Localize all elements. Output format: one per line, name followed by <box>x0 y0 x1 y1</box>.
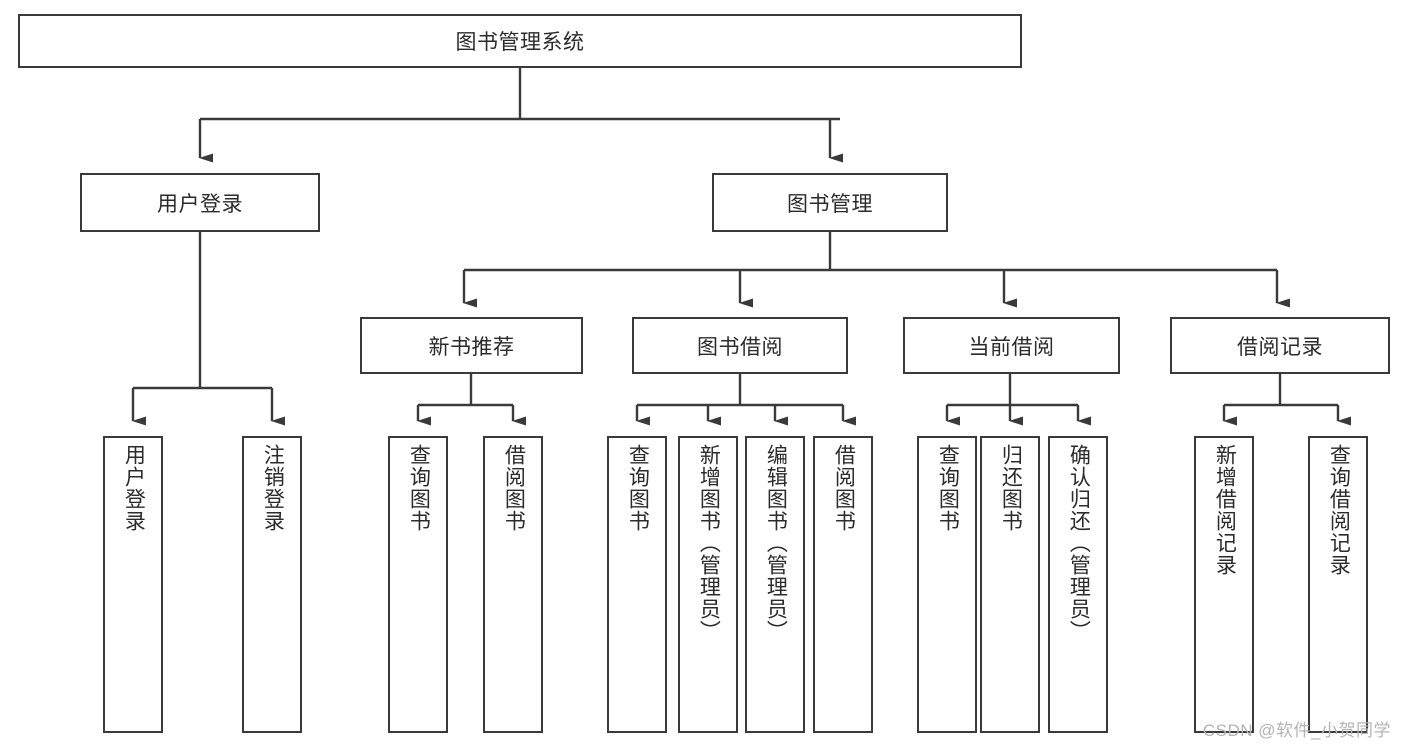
node-leaf-query-book-current[interactable]: 查询图书 <box>917 436 977 733</box>
node-leaf-borrow-book-rec-label: 借阅图书 <box>502 444 526 532</box>
node-user-login-label: 用户登录 <box>157 192 243 216</box>
node-leaf-confirm-return-admin-label: 确认归还（管理员） <box>1067 444 1091 642</box>
node-leaf-query-borrow-record-label: 查询借阅记录 <box>1327 444 1351 576</box>
node-root-label: 图书管理系统 <box>455 31 585 54</box>
node-borrow-record-label: 借阅记录 <box>1237 335 1323 359</box>
node-leaf-borrow-book-label: 借阅图书 <box>832 444 856 532</box>
node-leaf-add-book-admin[interactable]: 新增图书（管理员） <box>678 436 738 733</box>
node-leaf-query-book-borrow[interactable]: 查询图书 <box>607 436 667 733</box>
node-root[interactable]: 图书管理系统 <box>18 14 1022 68</box>
node-leaf-return-book-label: 归还图书 <box>999 444 1023 532</box>
node-leaf-borrow-book-rec[interactable]: 借阅图书 <box>483 436 543 733</box>
node-leaf-return-book[interactable]: 归还图书 <box>980 436 1040 733</box>
node-leaf-user-login[interactable]: 用户登录 <box>103 436 163 733</box>
node-borrow-record[interactable]: 借阅记录 <box>1170 317 1390 374</box>
node-new-book-recommend-label: 新书推荐 <box>428 335 515 359</box>
node-leaf-query-book-rec[interactable]: 查询图书 <box>388 436 448 733</box>
node-leaf-add-borrow-record[interactable]: 新增借阅记录 <box>1194 436 1254 733</box>
node-leaf-add-borrow-record-label: 新增借阅记录 <box>1213 444 1237 576</box>
node-leaf-user-logout-label: 注销登录 <box>261 444 285 532</box>
node-new-book-recommend[interactable]: 新书推荐 <box>360 317 583 374</box>
node-leaf-query-book-borrow-label: 查询图书 <box>626 444 650 532</box>
node-leaf-add-book-admin-label: 新增图书（管理员） <box>697 444 721 642</box>
node-current-borrow-label: 当前借阅 <box>968 335 1055 359</box>
node-user-login[interactable]: 用户登录 <box>80 173 320 232</box>
node-book-manage[interactable]: 图书管理 <box>712 173 948 232</box>
node-leaf-query-borrow-record[interactable]: 查询借阅记录 <box>1308 436 1368 733</box>
node-book-borrow[interactable]: 图书借阅 <box>632 317 848 374</box>
node-leaf-borrow-book[interactable]: 借阅图书 <box>813 436 873 733</box>
node-leaf-query-book-rec-label: 查询图书 <box>407 444 431 532</box>
node-book-borrow-label: 图书借阅 <box>697 335 783 359</box>
node-leaf-edit-book-admin[interactable]: 编辑图书（管理员） <box>745 436 805 733</box>
node-book-manage-label: 图书管理 <box>787 192 873 216</box>
node-leaf-query-book-current-label: 查询图书 <box>936 444 960 532</box>
node-current-borrow[interactable]: 当前借阅 <box>903 317 1120 374</box>
node-leaf-confirm-return-admin[interactable]: 确认归还（管理员） <box>1048 436 1108 733</box>
node-leaf-edit-book-admin-label: 编辑图书（管理员） <box>764 444 788 642</box>
node-leaf-user-login-label: 用户登录 <box>122 444 146 532</box>
node-leaf-user-logout[interactable]: 注销登录 <box>242 436 302 733</box>
